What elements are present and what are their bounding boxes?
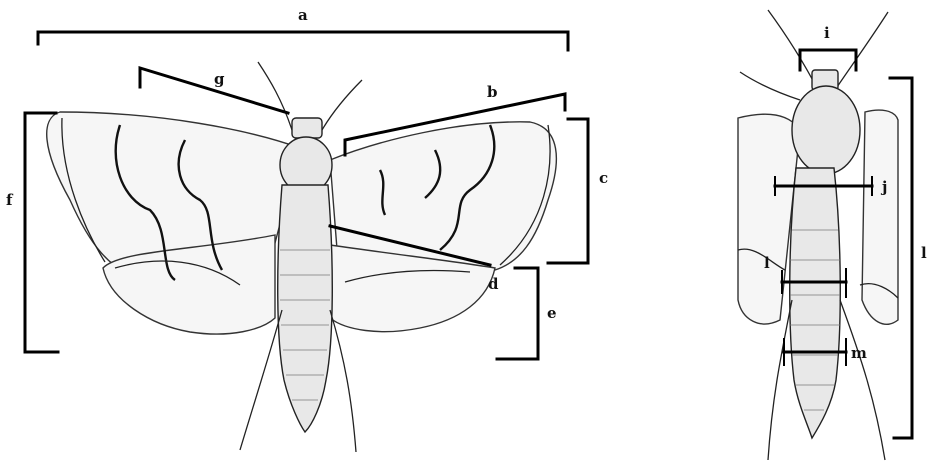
label-l-left: l <box>764 254 770 272</box>
label-a: a <box>298 6 308 24</box>
label-b: b <box>487 83 498 101</box>
closeup-right-leg <box>840 300 885 460</box>
label-i: i <box>824 24 830 42</box>
label-g: g <box>214 70 225 88</box>
closeup-left-palp <box>740 72 800 100</box>
label-e: e <box>547 304 557 322</box>
label-d: d <box>488 275 499 293</box>
left-antenna <box>258 62 292 130</box>
label-m: m <box>851 344 867 362</box>
label-j: j <box>880 178 887 196</box>
bracket-e <box>497 268 538 359</box>
closeup-abdomen <box>790 168 841 438</box>
moth-dorsal-view <box>47 62 557 452</box>
bracket-a <box>38 32 568 50</box>
label-l-right: l <box>921 244 927 262</box>
abdomen <box>278 185 333 432</box>
head <box>292 118 322 138</box>
moth-body-closeup <box>738 10 898 460</box>
label-f: f <box>6 191 14 209</box>
closeup-thorax <box>792 86 860 174</box>
bracket-i <box>800 50 856 70</box>
closeup-left-leg <box>768 300 792 460</box>
right-hind-leg <box>330 310 356 452</box>
closeup-right-wing <box>862 110 898 324</box>
label-c: c <box>599 169 608 187</box>
right-antenna <box>322 80 362 130</box>
